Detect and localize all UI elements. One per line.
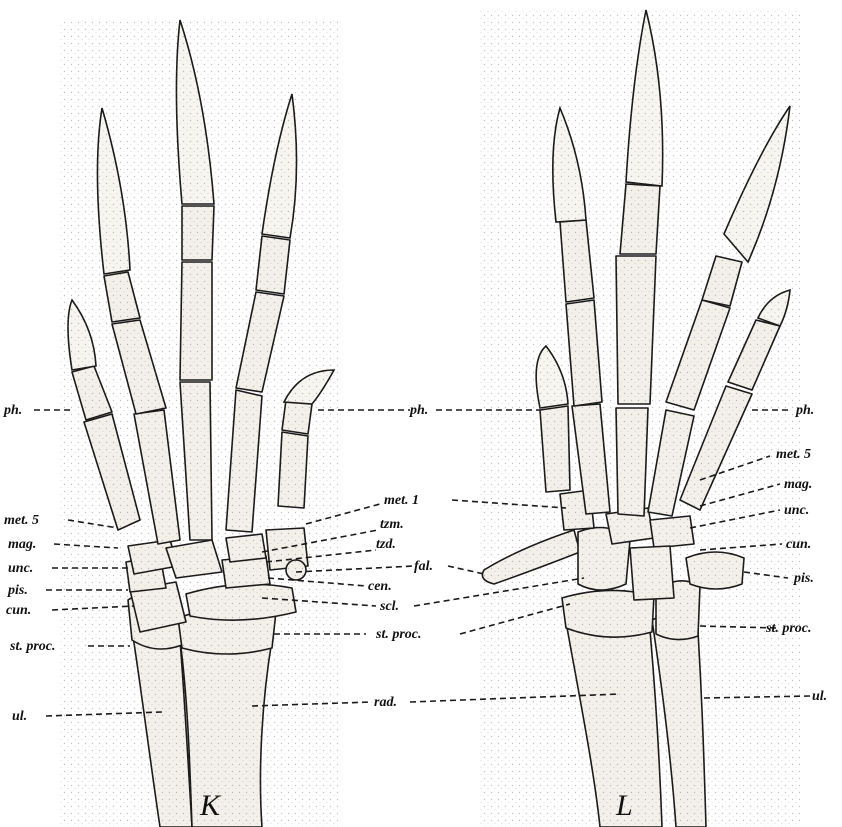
label-k-pis: pis. xyxy=(7,583,28,598)
label-l-mag: mag. xyxy=(784,477,812,492)
label-l-pis: pis. xyxy=(793,571,814,586)
label-center-ph: ph. xyxy=(409,403,428,418)
label-k-cun: cun. xyxy=(6,603,31,618)
label-k-stproc: st. proc. xyxy=(9,639,56,654)
label-l-unc: unc. xyxy=(784,503,809,518)
label-k-ul: ul. xyxy=(12,709,27,724)
label-center-rad: rad. xyxy=(374,695,397,710)
label-center-scl: scl. xyxy=(379,599,399,614)
label-center-cen: cen. xyxy=(368,579,392,594)
labels-k-left: ph. met. 5 mag. unc. pis. cun. st. proc.… xyxy=(3,403,56,724)
label-l-ul: ul. xyxy=(812,689,827,704)
labels-center: ph. met. 1 tzm. tzd. fal. cen. scl. st. … xyxy=(368,403,433,710)
label-center-fal: fal. xyxy=(414,559,433,574)
label-l-cun: cun. xyxy=(786,537,811,552)
panel-label-l: L xyxy=(615,789,633,822)
label-k-unc: unc. xyxy=(8,561,33,576)
label-k-mag: mag. xyxy=(8,537,36,552)
label-center-tzd: tzd. xyxy=(376,537,396,552)
hand-k xyxy=(60,20,340,827)
label-center-met1: met. 1 xyxy=(384,493,419,508)
label-center-tzm: tzm. xyxy=(380,517,404,532)
label-center-stproc: st. proc. xyxy=(375,627,422,642)
panel-label-k: K xyxy=(199,789,222,822)
hand-l xyxy=(480,10,800,827)
label-l-met5: met. 5 xyxy=(776,447,811,462)
label-l-ph: ph. xyxy=(795,403,814,418)
label-l-stproc: st. proc. xyxy=(765,621,812,636)
label-k-met5: met. 5 xyxy=(4,513,39,528)
label-k-ph: ph. xyxy=(3,403,22,418)
